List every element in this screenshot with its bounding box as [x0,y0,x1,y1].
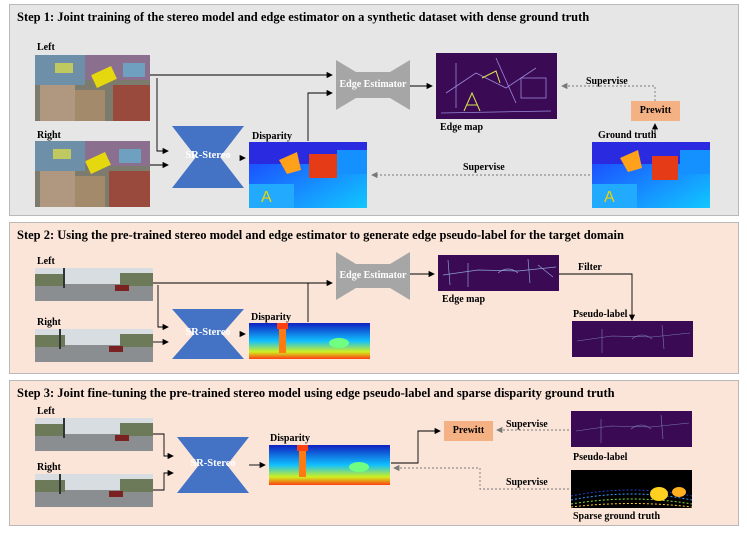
step1-edge-estimator-label: Edge Estimator [339,79,407,90]
step1-sr-stereo-block [172,126,244,188]
step1-edge-estimator-block [336,60,410,110]
step2-edge-map-label: Edge map [442,294,486,305]
step3-disparity-image [269,445,390,485]
step3-prewitt-block: Prewitt [444,421,493,441]
step3-pseudo-label-label: Pseudo-label [573,452,628,463]
step1-disparity-image: A [249,142,367,208]
step1-prewitt-block: Prewitt [631,101,680,121]
step1-left-image [35,55,150,121]
step1-supervise-top-label: Supervise [586,76,628,87]
step2-filter-label: Filter [578,262,602,273]
step3-sparse-ground-truth-label: Sparse ground truth [573,511,661,522]
step3-disparity-label: Disparity [270,433,310,444]
step2-left-label: Left [37,256,55,267]
step1-edge-map-image [436,53,557,119]
step3-sparse-ground-truth-image [570,470,693,508]
step1-supervise-bottom-label: Supervise [463,162,505,173]
step3-supervise-top-label: Supervise [506,419,548,430]
step1-sr-stereo-label: SR-Stereo [185,150,231,161]
step1-title: Step 1: Joint training of the stereo mod… [17,10,590,24]
step2-right-image [35,329,153,362]
step3-right-image [35,474,153,507]
step1-ground-truth-label: Ground truth [598,130,657,141]
step3-pseudo-label-image [571,411,692,447]
step1-left-label: Left [37,42,55,53]
step1-edge-map-label: Edge map [440,122,484,133]
step2-sr-stereo-label: SR-Stereo [185,327,231,338]
step3-title: Step 3: Joint fine-tuning the pre-traine… [17,386,615,400]
step2-sr-stereo-block [172,309,244,359]
step3-right-label: Right [37,462,61,473]
step2-pseudo-label-label: Pseudo-label [573,309,628,320]
step2-disparity-image [249,323,370,359]
step2-left-image [35,268,153,301]
step2-title: Step 2: Using the pre-trained stereo mod… [17,228,624,242]
step3-sr-stereo-block [177,437,249,493]
step2-pseudo-label-image [572,321,693,357]
step3-left-label: Left [37,406,55,417]
step3-left-image [35,418,153,451]
step1-right-label: Right [37,130,61,141]
step2-disparity-label: Disparity [251,312,291,323]
step3-supervise-bottom-label: Supervise [506,477,548,488]
step2-right-label: Right [37,317,61,328]
svg-text:A: A [604,189,615,206]
step3-sr-stereo-label: SR-Stereo [190,458,236,469]
step2-edge-estimator-block [336,252,410,300]
step1-right-image [35,141,150,207]
step1-ground-truth-image: A [592,142,710,208]
step2-edge-map-image [438,255,559,291]
step1-disparity-label: Disparity [252,131,292,142]
svg-text:A: A [261,189,272,206]
step2-edge-estimator-label: Edge Estimator [339,270,407,281]
